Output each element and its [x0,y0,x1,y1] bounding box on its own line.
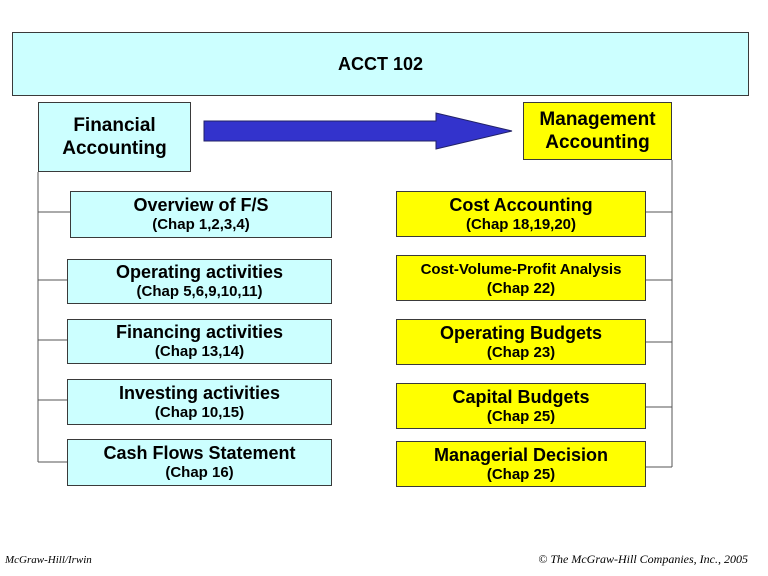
financial-item-cash-flows: Cash Flows Statement (Chap 16) [67,439,332,486]
financial-item-financing: Financing activities (Chap 13,14) [67,319,332,364]
item-chapters: (Chap 1,2,3,4) [152,216,250,233]
management-item-operating-budgets: Operating Budgets (Chap 23) [396,319,646,365]
management-accounting-header: Management Accounting [523,102,672,160]
financial-accounting-header: Financial Accounting [38,102,191,172]
management-item-cvp-analysis: Cost-Volume-Profit Analysis (Chap 22) [396,255,646,301]
item-title: Operating activities [115,262,284,282]
management-header-line1: Management [539,109,656,130]
item-chapters: (Chap 16) [165,464,234,481]
item-chapters: (Chap 10,15) [154,403,245,421]
item-chapters: (Chap 25) [486,407,556,425]
item-title: Overview of F/S [133,195,269,215]
management-item-capital-budgets: Capital Budgets (Chap 25) [396,383,646,429]
item-title: Cost-Volume-Profit Analysis [420,260,622,278]
course-title-box: ACCT 102 [12,32,749,96]
financial-item-investing: Investing activities (Chap 10,15) [67,379,332,425]
management-item-cost-accounting: Cost Accounting (Chap 18,19,20) [396,191,646,237]
right-arrow-icon [203,112,513,150]
item-title: Operating Budgets [439,322,602,343]
financial-item-operating: Operating activities (Chap 5,6,9,10,11) [67,259,332,304]
management-header-line2: Accounting [545,132,650,153]
item-chapters: (Chap 25) [486,465,556,483]
item-title: Cash Flows Statement [103,443,296,463]
management-item-managerial-decision: Managerial Decision (Chap 25) [396,441,646,487]
item-title: Managerial Decision [433,444,609,465]
item-chapters: (Chap 23) [486,343,556,361]
item-chapters: (Chap 5,6,9,10,11) [136,283,263,300]
item-title: Investing activities [118,382,281,403]
copyright-notice: © The McGraw-Hill Companies, Inc., 2005 [538,552,748,566]
financial-header-line2: Accounting [62,138,167,159]
item-chapters: (Chap 22) [486,279,556,297]
item-chapters: (Chap 18,19,20) [465,215,577,233]
financial-header-line1: Financial [73,115,156,136]
course-title: ACCT 102 [337,53,424,74]
item-title: Financing activities [115,322,284,342]
financial-item-overview: Overview of F/S (Chap 1,2,3,4) [70,191,332,238]
publisher-label: McGraw-Hill/Irwin [5,554,92,566]
item-title: Capital Budgets [452,386,590,407]
item-title: Cost Accounting [449,194,593,215]
item-chapters: (Chap 13,14) [154,343,245,360]
